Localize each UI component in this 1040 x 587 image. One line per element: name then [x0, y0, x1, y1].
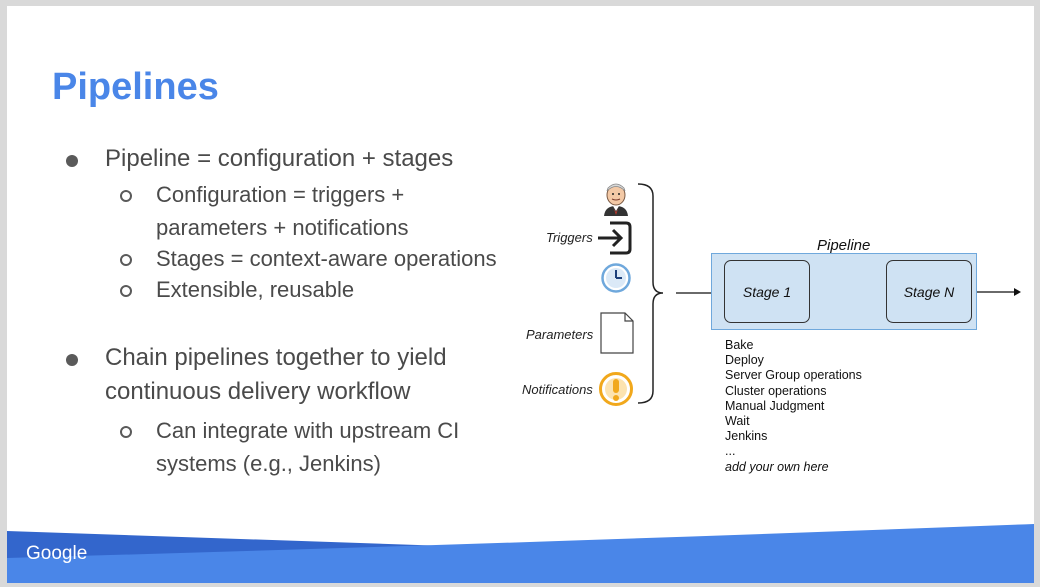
output-arrow-head	[1014, 288, 1021, 296]
list-item: add your own here	[725, 459, 829, 474]
bullet-line: Chain pipelines together to yield	[105, 344, 447, 371]
exclamation-alert-icon	[599, 372, 633, 406]
sub-bullet-stages: Stages = context-aware operations	[120, 242, 497, 275]
bullet-line: continuous delivery workflow	[105, 378, 411, 405]
bullet-dot	[66, 155, 78, 167]
list-item: Cluster operations	[725, 383, 827, 398]
document-icon	[600, 312, 634, 354]
sub-bullet-line: Stages = context-aware operations	[156, 246, 497, 271]
stage-n-label: Stage N	[903, 283, 955, 300]
slide-title: Pipelines	[52, 66, 219, 108]
sub-bullet-circle	[120, 426, 132, 438]
triggers-label: Triggers	[546, 230, 593, 245]
list-item: Deploy	[725, 353, 764, 368]
footer-band	[7, 524, 1034, 583]
list-item: Manual Judgment	[725, 398, 825, 413]
sub-bullet-circle	[120, 254, 132, 266]
sub-bullet-line: Can integrate with upstream CI	[156, 418, 460, 443]
clock-icon	[601, 263, 631, 293]
sub-bullet-line: parameters + notifications	[156, 215, 409, 240]
list-item: ...	[725, 444, 736, 459]
stage-1-label: Stage 1	[742, 283, 792, 300]
notifications-label: Notifications	[522, 382, 593, 397]
parameters-label: Parameters	[526, 327, 594, 342]
config-brace	[637, 183, 664, 404]
bullet-pipeline: Pipeline = configuration + stages	[66, 142, 454, 176]
list-item: Jenkins	[725, 429, 768, 444]
list-item: Server Group operations	[725, 368, 862, 383]
list-item: Wait	[725, 414, 750, 429]
stage-operations-list: Bake Deploy Server Group operations Clus…	[725, 338, 862, 475]
bullet-text: Pipeline = configuration + stages	[105, 145, 454, 172]
jenkins-butler-icon	[604, 183, 628, 216]
slide: Pipelines Pipeline = configuration + sta…	[7, 6, 1034, 583]
bullet-dot	[66, 354, 78, 366]
sign-in-trigger-icon	[598, 221, 632, 255]
sub-bullet-line: Configuration = triggers +	[156, 182, 405, 207]
bullet-chain-pipelines: Chain pipelines together to yield contin…	[66, 341, 447, 409]
pipeline-label: Pipeline	[817, 237, 871, 254]
sub-bullet-circle	[120, 190, 132, 202]
sub-bullet-configuration: Configuration = triggers + parameters + …	[120, 178, 409, 244]
sub-bullet-line: systems (e.g., Jenkins)	[156, 451, 381, 476]
sub-bullet-line: Extensible, reusable	[156, 277, 355, 302]
stage-n-box: Stage N	[886, 260, 972, 323]
stage-1-box: Stage 1	[724, 260, 810, 323]
google-logo: Google	[26, 543, 88, 564]
sub-bullet-extensible: Extensible, reusable	[120, 273, 355, 306]
sub-bullet-circle	[120, 285, 132, 297]
sub-bullet-upstream-ci: Can integrate with upstream CI systems (…	[120, 414, 460, 480]
list-item: Bake	[725, 338, 754, 352]
